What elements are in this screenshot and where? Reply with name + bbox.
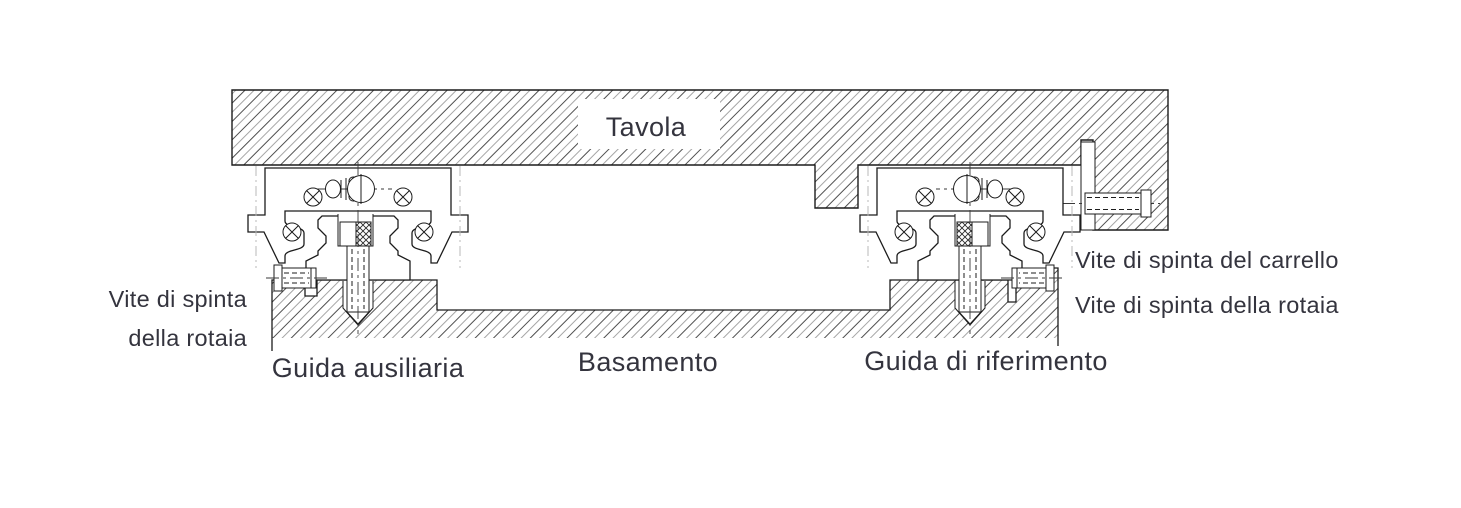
base-label: Basamento xyxy=(578,347,718,377)
reference-rail-label: Guida di riferimento xyxy=(864,346,1108,376)
table-section xyxy=(231,89,1169,231)
rail-thrust-screw-right-label: Vite di spinta della rotaia xyxy=(1075,292,1339,318)
table-label-clearing xyxy=(578,99,720,149)
auxiliary-rail-label: Guida ausiliaria xyxy=(272,353,465,383)
table-label: Tavola xyxy=(606,112,687,142)
carriage-thrust-screw-label: Vite di spinta del carrello xyxy=(1075,247,1339,273)
rail-thrust-screw-left-label-line1: Vite di spinta xyxy=(109,286,248,312)
carriage-thrust-screw xyxy=(1062,189,1160,218)
carriage-stop-plate xyxy=(1080,141,1096,231)
rail-thrust-screw-left-label-line2: della rotaia xyxy=(128,325,247,351)
